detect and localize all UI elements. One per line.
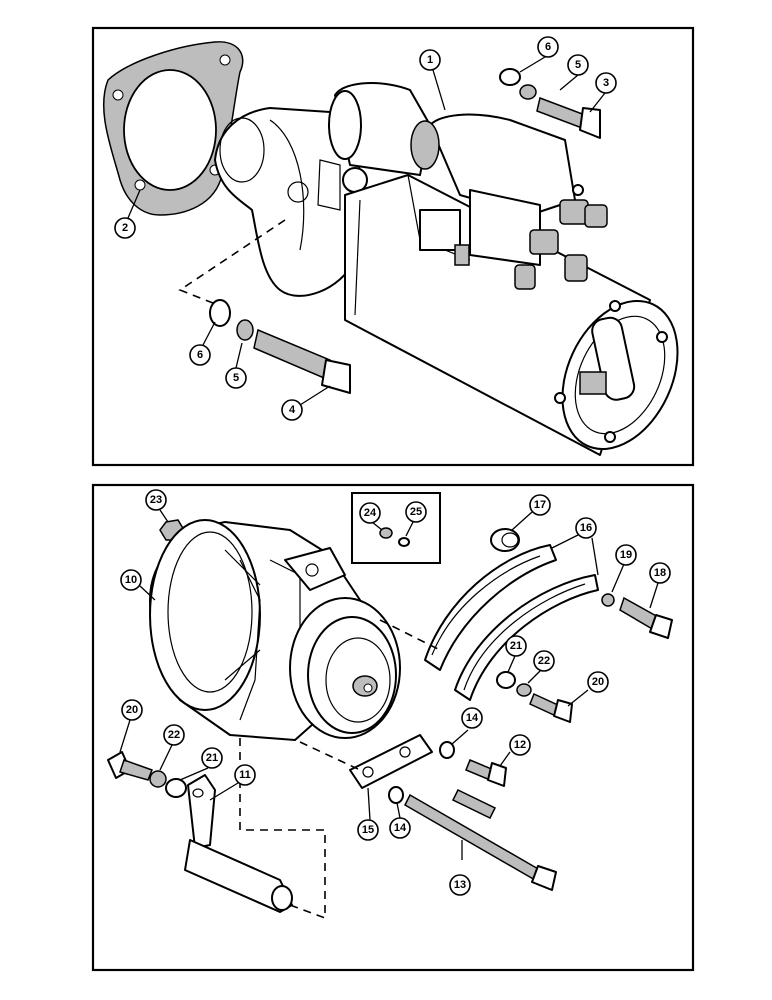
callout-6-top: 6 — [537, 36, 559, 58]
solenoid-terminals — [514, 199, 608, 290]
starter-nose-housing — [214, 107, 368, 297]
svg-text:5: 5 — [233, 372, 239, 384]
callout-5-top: 5 — [567, 54, 589, 76]
svg-text:20: 20 — [592, 676, 604, 688]
callout-17: 17 — [529, 494, 551, 516]
top-alignment-line — [178, 219, 286, 306]
svg-text:4: 4 — [289, 404, 296, 416]
callout-11: 11 — [234, 764, 256, 786]
callout-18: 18 — [649, 562, 671, 584]
svg-text:5: 5 — [575, 59, 581, 71]
callout-13: 13 — [449, 874, 471, 896]
svg-text:18: 18 — [654, 567, 666, 579]
callout-4: 4 — [281, 399, 303, 421]
alternator — [149, 519, 401, 741]
svg-text:6: 6 — [197, 349, 203, 361]
svg-text:20: 20 — [126, 704, 138, 716]
callout-12: 12 — [509, 734, 531, 756]
callout-19: 19 — [615, 544, 637, 566]
top-panel-frame — [91, 26, 695, 467]
callout-20-right: 20 — [587, 671, 609, 693]
strap — [349, 734, 433, 821]
callout-3: 3 — [595, 72, 617, 94]
bottom-alignment-line-1 — [239, 738, 326, 920]
svg-text:6: 6 — [545, 41, 551, 53]
svg-text:24: 24 — [364, 507, 377, 519]
svg-text:23: 23 — [150, 494, 162, 506]
callout-16: 16 — [575, 517, 597, 539]
callout-21-right: 21 — [505, 635, 527, 657]
svg-text:11: 11 — [239, 769, 251, 781]
callout-10: 10 — [120, 569, 142, 591]
callout-5-lower: 5 — [225, 367, 247, 389]
top-hardware-set — [499, 68, 601, 139]
solenoid — [328, 82, 608, 290]
svg-text:13: 13 — [454, 879, 466, 891]
callout-20-left: 20 — [121, 699, 143, 721]
alternator-pulley — [289, 597, 401, 739]
svg-text:2: 2 — [122, 222, 128, 234]
spacer — [490, 528, 520, 552]
svg-text:16: 16 — [580, 522, 592, 534]
callout-25: 25 — [405, 501, 427, 523]
callout-14-lower: 14 — [389, 817, 411, 839]
bottom-alignment-line-2 — [299, 741, 361, 771]
svg-text:17: 17 — [534, 499, 546, 511]
svg-text:19: 19 — [620, 549, 632, 561]
svg-text:12: 12 — [514, 739, 526, 751]
svg-text:14: 14 — [394, 822, 407, 834]
svg-text:1: 1 — [427, 54, 433, 66]
callout-2: 2 — [114, 217, 136, 239]
callout-6-lower: 6 — [189, 344, 211, 366]
gasket — [102, 41, 244, 216]
callout-14-upper: 14 — [461, 707, 483, 729]
svg-text:21: 21 — [510, 640, 522, 652]
svg-text:22: 22 — [168, 729, 180, 741]
svg-text:15: 15 — [362, 824, 374, 836]
bottom-panel-frame — [91, 483, 695, 972]
svg-text:22: 22 — [538, 655, 550, 667]
svg-text:3: 3 — [603, 77, 609, 89]
callout-15: 15 — [357, 819, 379, 841]
callout-1: 1 — [419, 49, 441, 71]
bottom-alignment-line-3 — [379, 619, 441, 651]
svg-text:10: 10 — [125, 574, 137, 586]
adjusting-bracket — [424, 544, 599, 701]
callout-22-right: 22 — [533, 650, 555, 672]
svg-text:25: 25 — [410, 506, 422, 518]
top-panel: 1 2 3 4 5 5 6 6 — [91, 26, 695, 467]
bottom-panel: 10 11 12 13 14 14 15 16 17 18 19 20 20 2… — [91, 483, 695, 972]
callout-23: 23 — [145, 489, 167, 511]
callout-22-left: 22 — [163, 724, 185, 746]
svg-text:14: 14 — [466, 712, 479, 724]
lower-hardware-set — [209, 299, 351, 394]
brace — [184, 774, 293, 913]
svg-text:21: 21 — [206, 752, 218, 764]
callout-24: 24 — [359, 502, 381, 524]
callout-21-left: 21 — [201, 747, 223, 769]
